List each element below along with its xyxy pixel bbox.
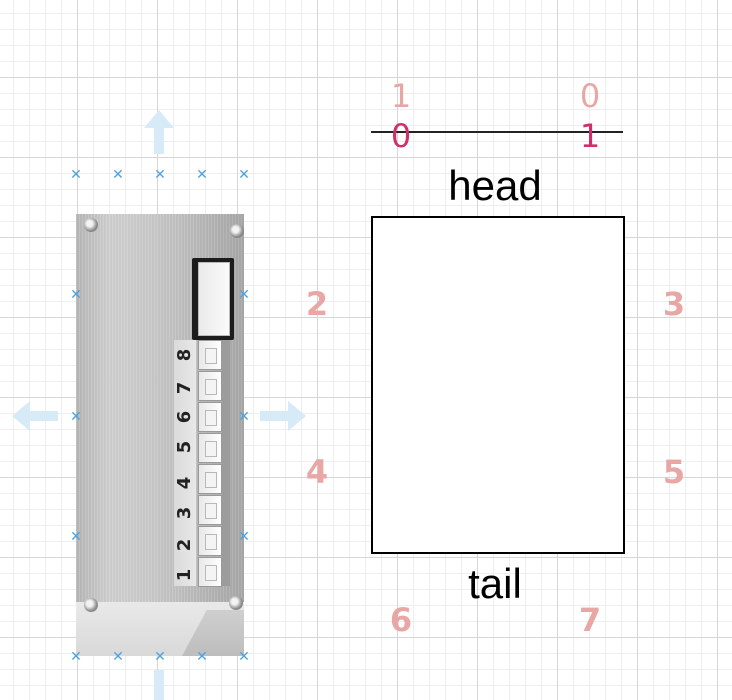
index-6: 6 bbox=[386, 604, 416, 636]
pin-number-4: 4 bbox=[175, 473, 195, 493]
screw-icon bbox=[84, 598, 98, 612]
index-1-line: 1 bbox=[575, 120, 605, 152]
cross-handle-icon[interactable]: ✕ bbox=[69, 530, 83, 544]
cross-handle-icon[interactable]: ✕ bbox=[153, 168, 167, 182]
cross-handle-icon[interactable]: ✕ bbox=[237, 410, 251, 424]
pin-rail bbox=[222, 340, 230, 586]
pin-socket bbox=[198, 402, 222, 432]
pin-socket bbox=[198, 526, 222, 556]
head-label: head bbox=[395, 165, 595, 207]
cross-handle-icon[interactable]: ✕ bbox=[69, 410, 83, 424]
index-5: 5 bbox=[659, 456, 689, 488]
index-0-top: 0 bbox=[575, 80, 605, 112]
pin-number-1: 1 bbox=[175, 565, 195, 585]
pin-number-8: 8 bbox=[175, 345, 195, 365]
arrow-up-icon[interactable] bbox=[142, 108, 176, 156]
index-4: 4 bbox=[302, 456, 332, 488]
pin-number-2: 2 bbox=[175, 535, 195, 555]
pin-number-7: 7 bbox=[175, 378, 195, 398]
cross-handle-icon[interactable]: ✕ bbox=[237, 650, 251, 664]
cross-handle-icon[interactable]: ✕ bbox=[153, 650, 167, 664]
pin-socket bbox=[198, 340, 222, 370]
cross-handle-icon[interactable]: ✕ bbox=[237, 288, 251, 302]
cross-handle-icon[interactable]: ✕ bbox=[195, 168, 209, 182]
arrow-left-icon[interactable] bbox=[10, 399, 60, 433]
index-7: 7 bbox=[575, 604, 605, 636]
pin-socket bbox=[198, 464, 222, 494]
index-1-top: 1 bbox=[386, 80, 416, 112]
arrow-down-icon[interactable] bbox=[142, 670, 176, 700]
pin-number-6: 6 bbox=[175, 407, 195, 427]
pin-number-3: 3 bbox=[175, 503, 195, 523]
cross-handle-icon[interactable]: ✕ bbox=[195, 650, 209, 664]
pin-socket bbox=[198, 371, 222, 401]
screw-icon bbox=[230, 224, 244, 238]
cross-handle-icon[interactable]: ✕ bbox=[237, 168, 251, 182]
tail-label: tail bbox=[395, 563, 595, 605]
pin-socket bbox=[198, 495, 222, 525]
cross-handle-icon[interactable]: ✕ bbox=[69, 288, 83, 302]
index-2: 2 bbox=[302, 288, 332, 320]
cross-handle-icon[interactable]: ✕ bbox=[237, 530, 251, 544]
pin-socket bbox=[198, 557, 222, 587]
index-0-line: 0 bbox=[386, 120, 416, 152]
main-connector-socket bbox=[198, 262, 230, 336]
component-box[interactable] bbox=[371, 216, 625, 554]
index-3: 3 bbox=[659, 288, 689, 320]
cross-handle-icon[interactable]: ✕ bbox=[111, 650, 125, 664]
arrow-right-icon[interactable] bbox=[258, 399, 308, 433]
screw-icon bbox=[84, 218, 98, 232]
cross-handle-icon[interactable]: ✕ bbox=[111, 168, 125, 182]
cross-handle-icon[interactable]: ✕ bbox=[69, 650, 83, 664]
pin-number-5: 5 bbox=[175, 437, 195, 457]
pin-socket bbox=[198, 433, 222, 463]
screw-icon bbox=[229, 596, 243, 610]
cross-handle-icon[interactable]: ✕ bbox=[69, 168, 83, 182]
